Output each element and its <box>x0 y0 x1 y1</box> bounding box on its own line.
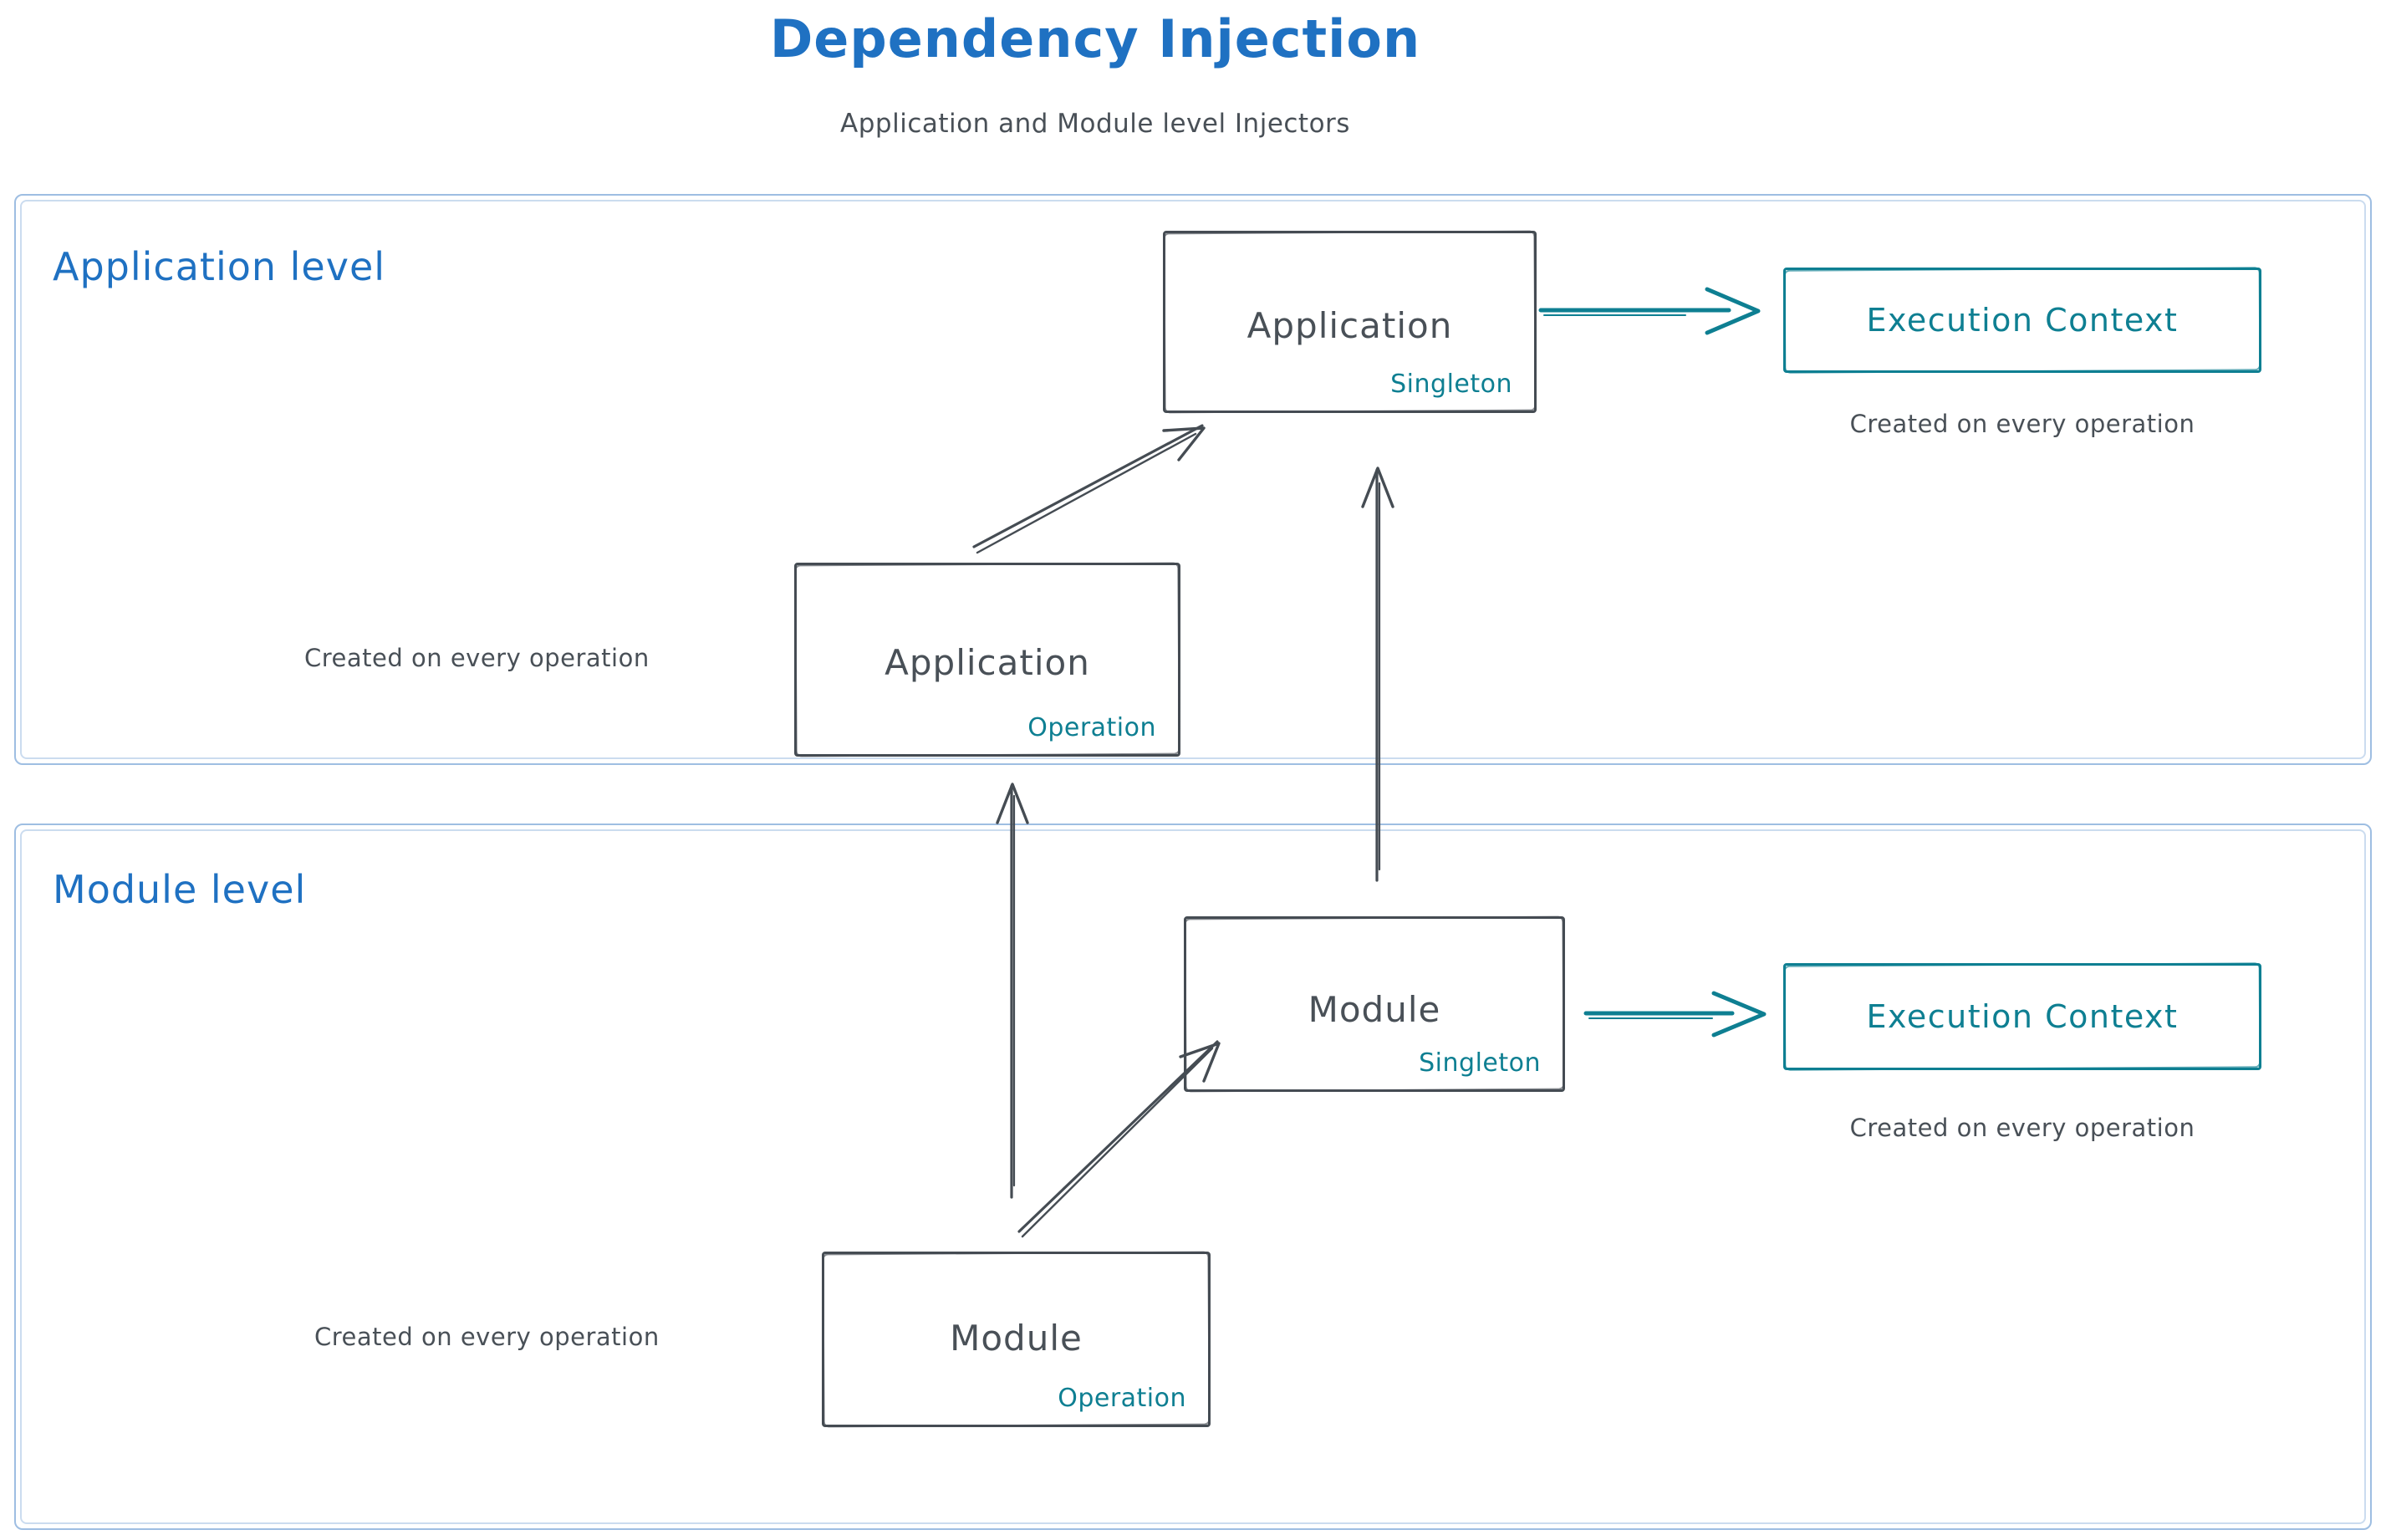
section-application-level <box>14 194 2372 765</box>
app-singleton-box: Application Singleton <box>1163 231 1537 413</box>
app-operation-title: Application <box>885 642 1090 683</box>
section-module-level <box>14 824 2372 1530</box>
module-singleton-title: Module <box>1308 989 1441 1030</box>
module-singleton-box: Module Singleton <box>1184 916 1565 1092</box>
execution-context-module-label: Execution Context <box>1866 998 2179 1035</box>
execution-context-app-box: Execution Context <box>1783 268 2261 373</box>
execution-context-module-note: Created on every operation <box>1849 1114 2195 1142</box>
execution-context-module-box: Execution Context <box>1783 963 2261 1070</box>
page-title: Dependency Injection <box>769 8 1421 69</box>
app-operation-box: Application Operation <box>794 563 1180 757</box>
app-singleton-title: Application <box>1247 305 1453 346</box>
note-app-operation: Created on every operation <box>304 644 650 672</box>
module-operation-box: Module Operation <box>822 1252 1211 1427</box>
section-application-label: Application level <box>53 244 386 289</box>
module-operation-scope: Operation <box>1058 1384 1186 1413</box>
module-operation-title: Module <box>950 1318 1083 1359</box>
module-singleton-scope: Singleton <box>1419 1048 1541 1078</box>
execution-context-app-note: Created on every operation <box>1849 410 2195 438</box>
execution-context-app-label: Execution Context <box>1866 302 2179 339</box>
section-module-label: Module level <box>53 867 307 912</box>
app-operation-scope: Operation <box>1027 713 1156 742</box>
app-singleton-scope: Singleton <box>1390 370 1512 399</box>
page-subtitle: Application and Module level Injectors <box>840 109 1350 139</box>
note-module-operation: Created on every operation <box>314 1323 660 1351</box>
